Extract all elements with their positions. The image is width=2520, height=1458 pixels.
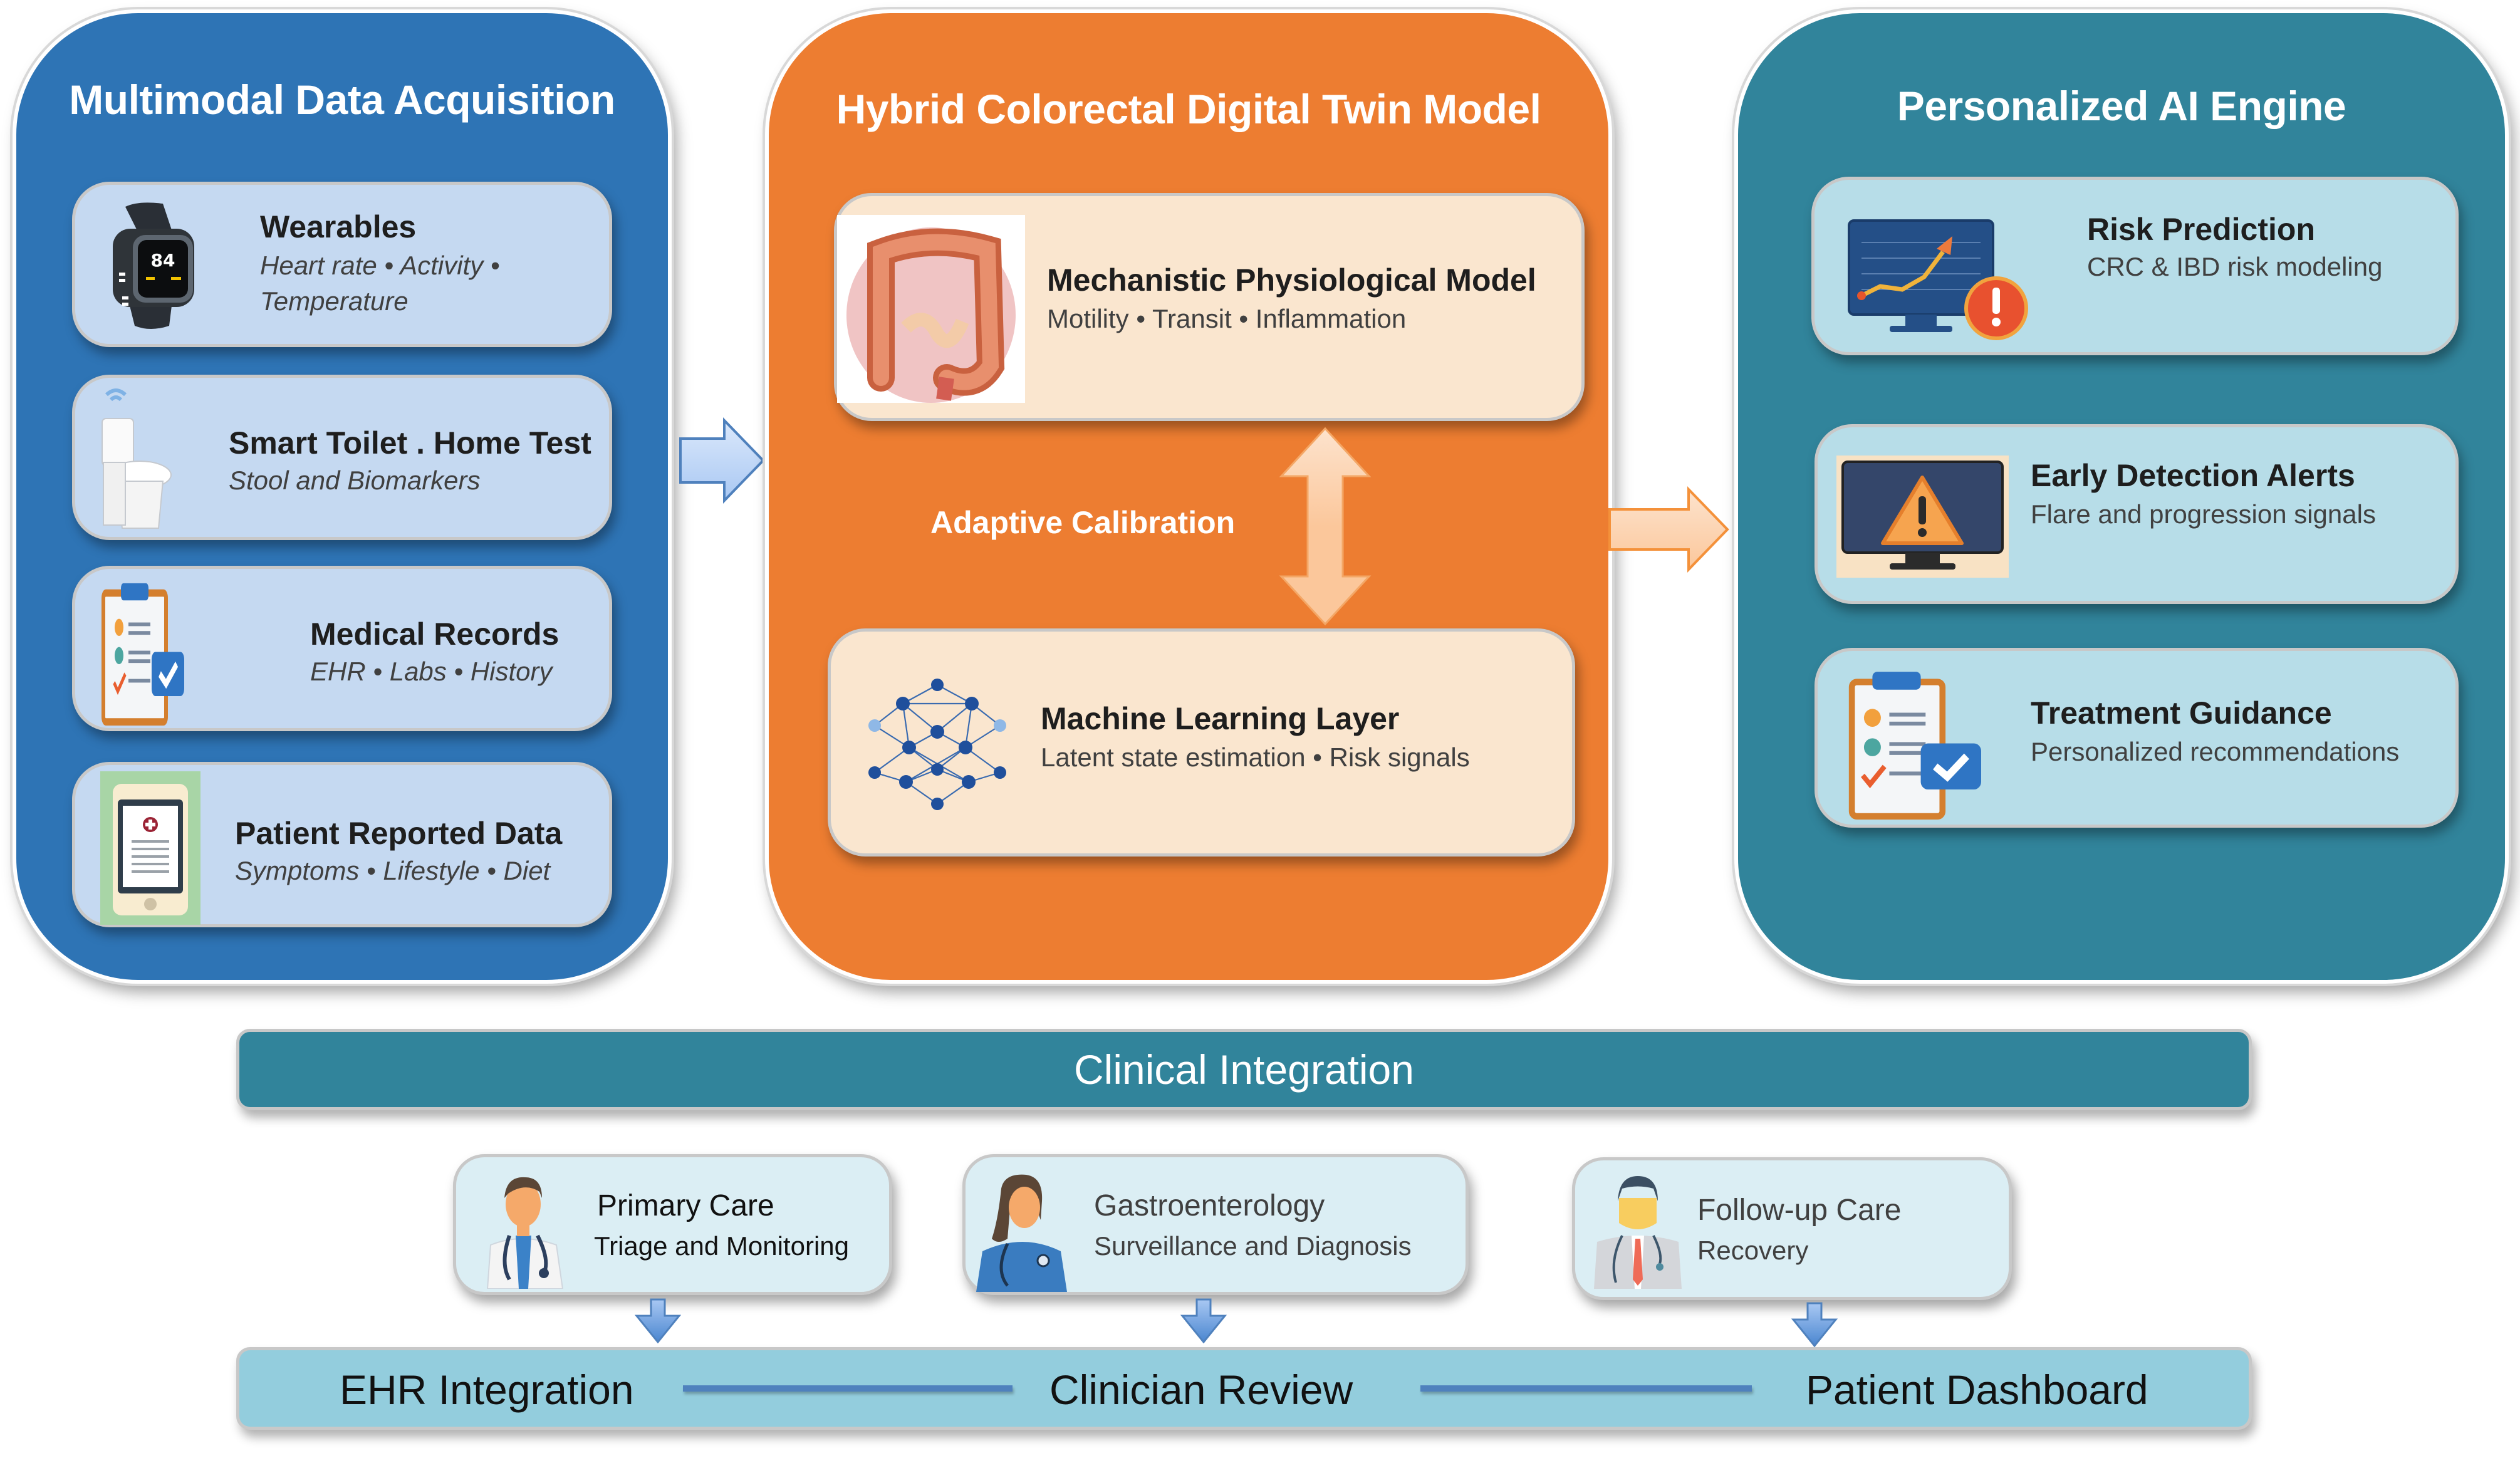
colon-anatomy-icon [837,215,1025,403]
clinical-outputs-bar: EHR Integration Clinician Review Patient… [236,1347,2252,1430]
output-clinician-review[interactable]: Clinician Review [1049,1367,1353,1413]
role-subtitle: Recovery [1697,1236,1809,1265]
card-subtitle: CRC & IBD risk modeling [2087,252,2383,281]
card-title: Patient Reported Data [235,816,563,851]
card-title: Mechanistic Physiological Model [1047,263,1536,298]
arrow-down-icon [1180,1298,1227,1343]
arrow-right-icon [679,417,765,504]
role-card-follow-up-care[interactable]: Follow-up Care Recovery [1572,1157,2012,1300]
bidirectional-arrow-icon [1279,427,1372,626]
card-early-detection-alerts[interactable]: Early Detection Alerts Flare and progres… [1815,424,2459,604]
card-wearables[interactable]: 84 Wearables Heart rate • Activity • Tem… [72,182,612,347]
card-smart-toilet[interactable]: Smart Toilet . Home Test Stool and Bioma… [72,375,612,540]
card-subtitle: Motility • Transit • Inflammation [1047,304,1407,333]
card-title: Risk Prediction [2087,212,2315,247]
male-doctor-icon [486,1177,564,1289]
role-title: Follow-up Care [1697,1194,1902,1227]
card-title: Smart Toilet . Home Test [229,425,591,461]
female-doctor-icon [976,1174,1067,1292]
risk-chart-monitor-icon [1848,219,2028,340]
card-subtitle: Symptoms • Lifestyle • Diet [235,856,551,885]
card-medical-records[interactable]: Medical Records EHR • Labs • History [72,566,612,731]
card-subtitle: Personalized recommendations [2031,737,2400,766]
arrow-down-icon [1791,1302,1838,1347]
doctor-icon [1588,1173,1688,1289]
smartwatch-icon: 84 [113,202,194,329]
card-risk-prediction[interactable]: Risk Prediction CRC & IBD risk modeling [1811,177,2459,355]
card-subtitle: EHR • Labs • History [310,657,553,686]
clinical-integration-title: Clinical Integration [1074,1046,1414,1093]
clinical-integration-banner: Clinical Integration [236,1029,2252,1110]
role-title: Primary Care [597,1189,774,1222]
arrow-down-icon [634,1298,682,1343]
role-subtitle: Surveillance and Diagnosis [1094,1231,1412,1261]
arrow-right-icon [1608,486,1729,573]
output-patient-dashboard[interactable]: Patient Dashboard [1806,1367,2148,1413]
card-subtitle: Heart rate • Activity • [260,251,500,280]
warning-monitor-icon [1836,456,2009,578]
card-subtitle: Flare and progression signals [2031,499,2376,529]
clipboard-checklist-icon [102,583,184,726]
card-subtitle-line2: Temperature [260,286,409,316]
role-card-gastroenterology[interactable]: Gastroenterology Surveillance and Diagno… [962,1154,1469,1295]
acquisition-title: Multimodal Data Acquisition [69,76,615,123]
mobile-phone-medical-icon [100,771,200,925]
role-card-primary-care[interactable]: Primary Care Triage and Monitoring [453,1154,892,1295]
adaptive-calibration-label: Adaptive Calibration [930,505,1236,540]
role-title: Gastroenterology [1094,1189,1325,1222]
card-subtitle: Latent state estimation • Risk signals [1041,742,1470,772]
neural-network-icon [868,679,1006,810]
smart-toilet-icon [102,388,172,529]
connector-line [1420,1385,1752,1392]
ai-engine-title: Personalized AI Engine [1897,83,2346,129]
role-subtitle: Triage and Monitoring [594,1231,849,1261]
card-title: Machine Learning Layer [1041,701,1400,736]
card-mechanistic-model[interactable]: Mechanistic Physiological Model Motility… [834,193,1585,421]
card-patient-reported-data[interactable]: Patient Reported Data Symptoms • Lifesty… [72,762,612,927]
card-title: Treatment Guidance [2031,695,2332,731]
card-subtitle: Stool and Biomarkers [229,466,481,495]
output-ehr-integration[interactable]: EHR Integration [340,1367,634,1413]
card-treatment-guidance[interactable]: Treatment Guidance Personalized recommen… [1815,648,2459,828]
watch-reading: 84 [151,250,175,271]
card-title: Wearables [260,209,417,244]
clipboard-checklist-icon [1848,672,1981,820]
connector-line [683,1385,1013,1392]
digital-twin-title: Hybrid Colorectal Digital Twin Model [836,86,1541,132]
card-title: Early Detection Alerts [2031,458,2355,493]
card-title: Medical Records [310,617,560,652]
card-machine-learning-layer[interactable]: Machine Learning Layer Latent state esti… [828,628,1575,857]
